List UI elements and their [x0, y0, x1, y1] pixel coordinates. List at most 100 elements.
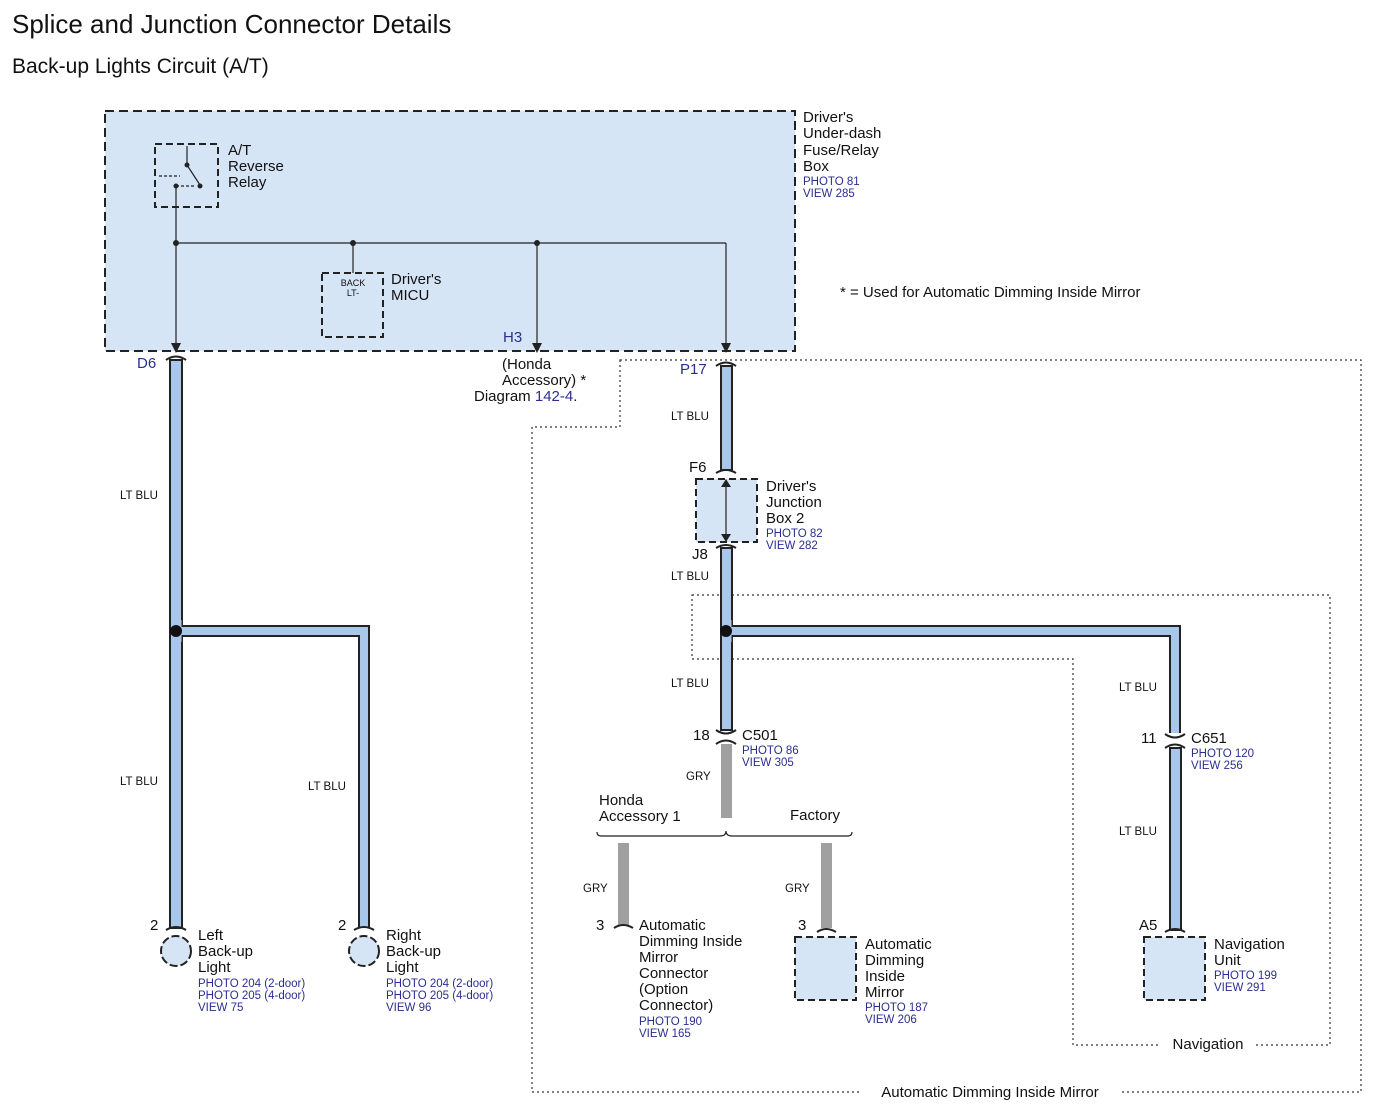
option-split: Honda Accessory 1 Factory [596, 792, 853, 837]
diagram-link[interactable]: 142-4 [535, 388, 573, 405]
connector-cap-adim-mirror [816, 928, 837, 933]
relay-box [154, 143, 219, 208]
navigation-zone-label: Navigation [1173, 1036, 1244, 1053]
wire-gray-accessory [618, 843, 629, 926]
wire-nav-branch-outline [726, 625, 1181, 733]
relay-name-line: Reverse [228, 158, 284, 175]
adim-mirror-photo-link[interactable]: PHOTO 187 [865, 1002, 928, 1014]
adim-connector-view-link[interactable]: VIEW 165 [639, 1028, 691, 1040]
bus-junction-dot [173, 240, 179, 246]
connector-c501: 18 C501 PHOTO 86 VIEW 305 [693, 727, 799, 769]
adim-mirror-name-line: Mirror [865, 984, 904, 1001]
left-light-view-link[interactable]: VIEW 75 [198, 1002, 243, 1014]
navigation-unit-view-link[interactable]: VIEW 291 [1214, 982, 1266, 994]
junction-box-photo-link[interactable]: PHOTO 82 [766, 528, 823, 540]
adim-zone-label-bg [860, 1082, 1120, 1100]
left-light-name-line: Back-up [198, 943, 253, 960]
relay-contact-dot [197, 183, 203, 189]
connector-cap-j8 [715, 544, 737, 549]
left-light-photo-link[interactable]: PHOTO 205 (4-door) [198, 990, 305, 1002]
connector-cap-right [353, 926, 375, 931]
fuse-box-photo-link[interactable]: PHOTO 81 [803, 176, 860, 188]
h3-note-line: (Honda [502, 356, 552, 373]
relay-switch-arm [186, 164, 201, 186]
right-light-photo-link[interactable]: PHOTO 205 (4-door) [386, 990, 493, 1002]
c651-view-link[interactable]: VIEW 256 [1191, 760, 1243, 772]
bus-junction-dot [534, 240, 540, 246]
navigation-unit-symbol [1143, 936, 1206, 1001]
wire-p17 [720, 365, 733, 471]
right-backup-light: 2 Right Back-up Light PHOTO 204 (2-door)… [338, 917, 493, 1014]
right-light-photo-link[interactable]: PHOTO 204 (2-door) [386, 978, 493, 990]
left-light-symbol [160, 935, 192, 967]
option-factory: Factory [790, 807, 841, 824]
wire-label-left-lower: LT BLU [120, 776, 158, 788]
adim-connector-label: Automatic Dimming Inside Mirror Connecto… [639, 917, 742, 1040]
adim-connector-name-line: Automatic [639, 917, 706, 934]
terminal-p17: P17 [680, 361, 707, 378]
connector-cap-c501-bottom [715, 739, 737, 745]
wire-gray-c501 [721, 744, 732, 818]
connector-cap-nav [1164, 928, 1186, 933]
terminal-f6: F6 [689, 459, 707, 476]
right-light-name-line: Back-up [386, 943, 441, 960]
c651-photo-link[interactable]: PHOTO 120 [1191, 748, 1254, 760]
wire-label-nav-upper: LT BLU [1119, 682, 1157, 694]
fuse-box-name-line: Fuse/Relay [803, 142, 879, 159]
terminal-j8: J8 [692, 546, 708, 563]
adim-connector-photo-link[interactable]: PHOTO 190 [639, 1016, 702, 1028]
fuse-box-view-link[interactable]: VIEW 285 [803, 188, 855, 200]
option-accessory-line: Honda [599, 792, 644, 809]
adim-mirror: 3 Automatic Dimming Inside Mirror PHOTO … [794, 917, 932, 1026]
wire-label-j8: LT BLU [671, 571, 709, 583]
wire-right-branch-outline [176, 625, 370, 928]
c501-photo-link[interactable]: PHOTO 86 [742, 745, 799, 757]
left-light-pin: 2 [150, 917, 158, 934]
wire-right-branch-fill [176, 627, 368, 928]
right-light-view-link[interactable]: VIEW 96 [386, 1002, 431, 1014]
wire-d6-trunk [165, 355, 187, 929]
junction-box-2: F6 J8 Driver's Junction Box 2 PHOTO 82 V… [689, 459, 823, 563]
fuse-box-name-line: Box [803, 158, 829, 175]
left-backup-light: 2 Left Back-up Light PHOTO 204 (2-door) … [150, 917, 305, 1014]
terminal-h3: H3 [503, 329, 522, 346]
splice-left-dot [170, 625, 182, 637]
micu-tag-line: BACK [341, 278, 366, 288]
right-light-pin: 2 [338, 917, 346, 934]
arrow-head-h3 [532, 343, 542, 353]
adim-connector-pin: 3 [596, 917, 604, 934]
internal-wiring [175, 186, 727, 348]
navigation-unit-name-line: Unit [1214, 952, 1242, 969]
c501-view-link[interactable]: VIEW 305 [742, 757, 794, 769]
wire-label-splice-down: LT BLU [671, 678, 709, 690]
bus-junction-dot [350, 240, 356, 246]
left-light-photo-link[interactable]: PHOTO 204 (2-door) [198, 978, 305, 990]
option-accessory-line: Accessory 1 [599, 808, 681, 825]
navigation-unit-photo-link[interactable]: PHOTO 199 [1214, 970, 1277, 982]
micu-tag-line: LT- [347, 288, 359, 298]
junction-box-view-link[interactable]: VIEW 282 [766, 540, 818, 552]
connector-cap-p17 [715, 361, 737, 367]
c501-pin: 18 [693, 727, 710, 744]
connector-cap-d6 [165, 355, 187, 361]
junction-box-name-line: Box 2 [766, 510, 804, 527]
driver-micu: BACK LT- Driver's MICU [321, 271, 441, 338]
adim-mirror-symbol [794, 936, 857, 1001]
wire-nav-lower [1169, 747, 1182, 931]
wire-label-right-lower: LT BLU [308, 781, 346, 793]
c651-pin: 11 [1141, 730, 1157, 747]
asterisk-note: * = Used for Automatic Dimming Inside Mi… [840, 284, 1141, 301]
junction-box-name-line: Driver's [766, 478, 816, 495]
adim-mirror-name-line: Inside [865, 968, 905, 985]
fuse-box-label: Driver's Under-dash Fuse/Relay Box PHOTO… [803, 109, 881, 200]
connector-c651: 11 C651 PHOTO 120 VIEW 256 [1141, 730, 1254, 772]
right-light-name-line: Right [386, 927, 422, 944]
page-subtitle: Back-up Lights Circuit (A/T) [12, 55, 269, 78]
reverse-relay: A/T Reverse Relay [154, 142, 284, 208]
connector-cap-f6 [715, 469, 737, 474]
adim-mirror-pin: 3 [798, 917, 806, 934]
adim-mirror-view-link[interactable]: VIEW 206 [865, 1014, 917, 1026]
right-light-name-line: Light [386, 959, 419, 976]
adim-connector-name-line: Connector [639, 965, 708, 982]
